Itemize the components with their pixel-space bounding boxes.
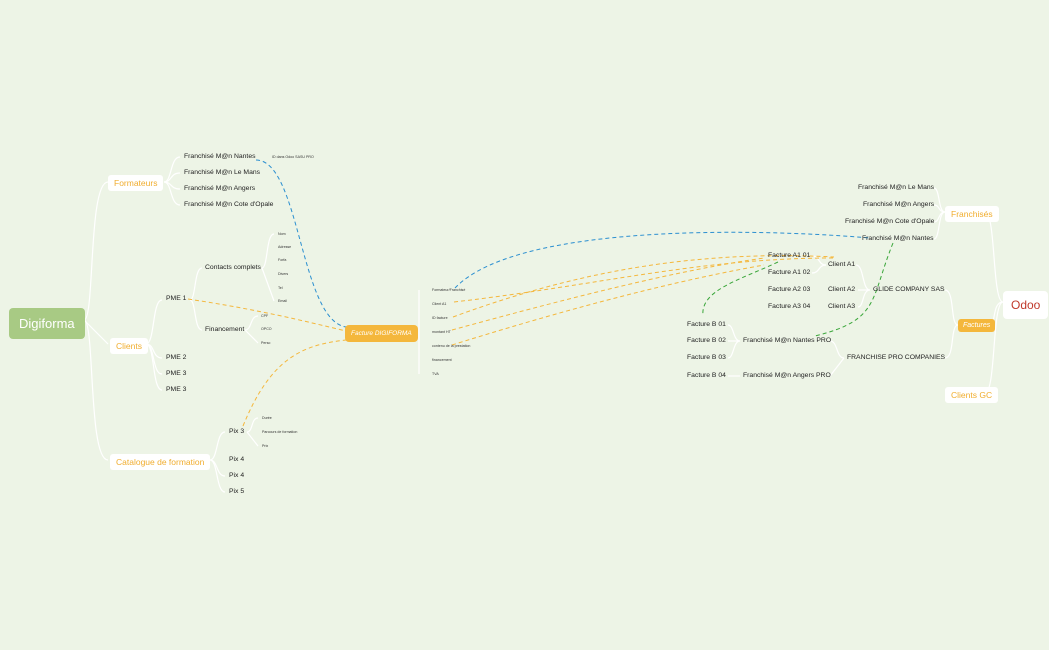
financement-node[interactable]: Financement bbox=[205, 326, 245, 333]
client-a1-node[interactable]: Client A1 bbox=[828, 261, 856, 268]
pix-detail: Prix bbox=[262, 444, 269, 448]
formateur-item[interactable]: Franchisé M@n Nantes bbox=[184, 153, 256, 160]
franchise-item[interactable]: Franchisé M@n Angers bbox=[863, 201, 935, 208]
odoo-root[interactable]: Odoo bbox=[1003, 291, 1049, 319]
contact-field: Email bbox=[278, 299, 287, 303]
franchise-item[interactable]: Franchisé M@n Cote d'Opale bbox=[845, 218, 935, 225]
formateurs-branch[interactable]: Formateurs bbox=[108, 175, 164, 191]
franchise-item[interactable]: Franchisé M@n Le Mans bbox=[858, 184, 935, 191]
hub-field: contenu de la prestation bbox=[432, 344, 471, 348]
formateur-item[interactable]: Franchisé M@n Le Mans bbox=[184, 169, 261, 176]
hub-field: TVA bbox=[432, 372, 439, 376]
invoice-item[interactable]: Facture B 03 bbox=[687, 354, 726, 361]
invoice-item[interactable]: Facture B 04 bbox=[687, 372, 726, 379]
formateur-item[interactable]: Franchisé M@n Angers bbox=[184, 185, 256, 192]
hub-field: montant HT bbox=[432, 330, 451, 334]
pix-detail: Parcours de formation bbox=[262, 430, 298, 434]
pme1-node[interactable]: PME 1 bbox=[166, 295, 187, 302]
franchises-branch[interactable]: Franchisés bbox=[945, 206, 999, 222]
catalogue-branch[interactable]: Catalogue de formation bbox=[110, 454, 211, 470]
financement-item: OPCO bbox=[261, 327, 272, 331]
pix-detail: Durée bbox=[262, 416, 272, 420]
pme-node[interactable]: PME 2 bbox=[166, 354, 187, 361]
client-a2-node[interactable]: Client A2 bbox=[828, 286, 856, 293]
pix-node[interactable]: Pix 4 bbox=[229, 456, 245, 463]
angers-pro-node[interactable]: Franchisé M@n Angers PRO bbox=[743, 372, 831, 379]
invoice-item[interactable]: Facture B 02 bbox=[687, 337, 726, 344]
invoice-item[interactable]: Facture A1 02 bbox=[768, 269, 811, 276]
facture-digiforma-hub[interactable]: Facture DIGIFORMA bbox=[345, 325, 418, 342]
nantes-pro-node[interactable]: Franchisé M@n Nantes PRO bbox=[743, 337, 832, 344]
pix3-node[interactable]: Pix 3 bbox=[229, 428, 245, 435]
pix-node[interactable]: Pix 4 bbox=[229, 472, 245, 479]
formateur-note: ID dans Odoo SASU PRO bbox=[272, 155, 314, 159]
contacts-node[interactable]: Contacts complets bbox=[205, 264, 261, 271]
contact-field: Forfa bbox=[278, 258, 287, 262]
franchise-item[interactable]: Franchisé M@n Nantes bbox=[862, 235, 934, 242]
pme-node[interactable]: PME 3 bbox=[166, 386, 187, 393]
glide-company-node[interactable]: GLIDE COMPANY SAS bbox=[873, 286, 945, 293]
formateur-item[interactable]: Franchisé M@n Cote d'Opale bbox=[184, 201, 274, 208]
financement-item: Perso bbox=[261, 341, 271, 345]
franchise-pro-node[interactable]: FRANCHISE PRO COMPANIES bbox=[847, 354, 946, 361]
contact-field: Divers bbox=[278, 272, 289, 276]
clients-gc-branch[interactable]: Clients GC bbox=[945, 387, 999, 403]
contact-field: Adresse bbox=[278, 245, 292, 249]
client-a3-node[interactable]: Client A3 bbox=[828, 303, 856, 310]
digiforma-root[interactable]: Digiforma bbox=[9, 308, 85, 339]
financement-item: CPF bbox=[261, 314, 269, 318]
pix-node[interactable]: Pix 5 bbox=[229, 488, 245, 495]
contact-field: Nom bbox=[278, 232, 286, 236]
invoice-item[interactable]: Facture B 01 bbox=[687, 321, 726, 328]
hub-field: Formateur/Franchisé bbox=[432, 288, 466, 292]
factures-branch[interactable]: Factures bbox=[958, 319, 996, 332]
contact-field: Tel bbox=[278, 286, 283, 290]
invoice-item[interactable]: Facture A1 01 bbox=[768, 252, 811, 259]
hub-field: Client A1 bbox=[432, 302, 447, 306]
invoice-item[interactable]: Facture A3 04 bbox=[768, 303, 811, 310]
invoice-item[interactable]: Facture A2 03 bbox=[768, 286, 811, 293]
pme-node[interactable]: PME 3 bbox=[166, 370, 187, 377]
hub-field: ID facture bbox=[432, 316, 448, 320]
hub-field: financement bbox=[432, 358, 452, 362]
clients-branch[interactable]: Clients bbox=[110, 338, 148, 354]
